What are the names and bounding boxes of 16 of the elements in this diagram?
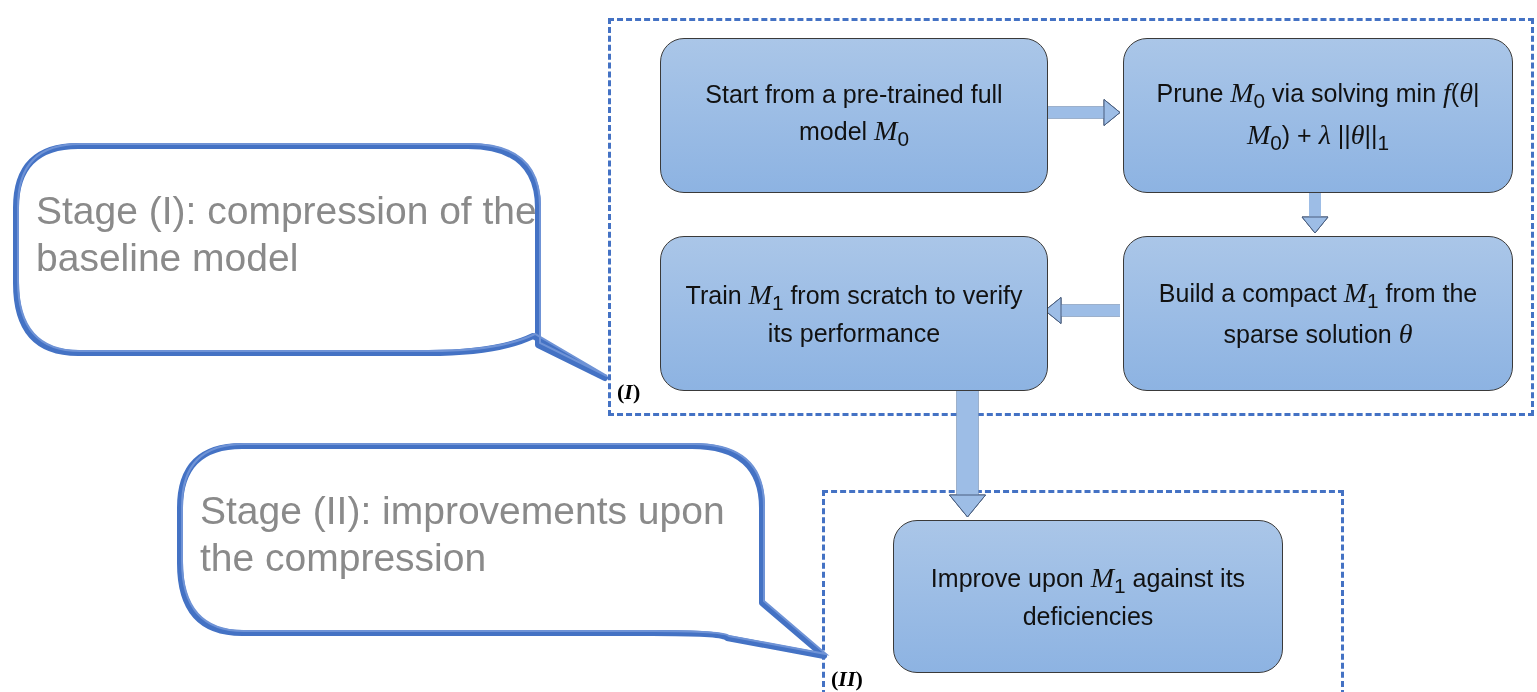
- step-text: Train M$_{1}$ from scratch to verify its performance: [684, 278, 1024, 350]
- process-box: [1123, 236, 1513, 391]
- process-box: [1123, 38, 1513, 193]
- step-text: Improve upon M$_{1}$ against its deficiencies: [929, 561, 1247, 633]
- step-text: Start from a pre-trained full model M$_{0}$: [704, 79, 1004, 152]
- stage-marker: (II): [831, 666, 863, 692]
- stage-caption: Stage (I): compression of the baseline model: [36, 188, 538, 281]
- stage-marker: (I): [617, 379, 641, 405]
- stage-caption: Stage (II): improvements upon the compression: [200, 488, 726, 581]
- dashed-region: [608, 18, 1534, 416]
- dashed-region: [822, 490, 1344, 692]
- step-text: Build a compact M$_{1}$ from the sparse solution θ: [1157, 276, 1479, 352]
- step-text: Prune M$_{0}$ via solving min f(θ| M$_{0}$) + λ ||θ||$_{1}$: [1155, 76, 1481, 156]
- process-box: [893, 520, 1283, 673]
- process-box: [660, 38, 1048, 193]
- process-box: [660, 236, 1048, 391]
